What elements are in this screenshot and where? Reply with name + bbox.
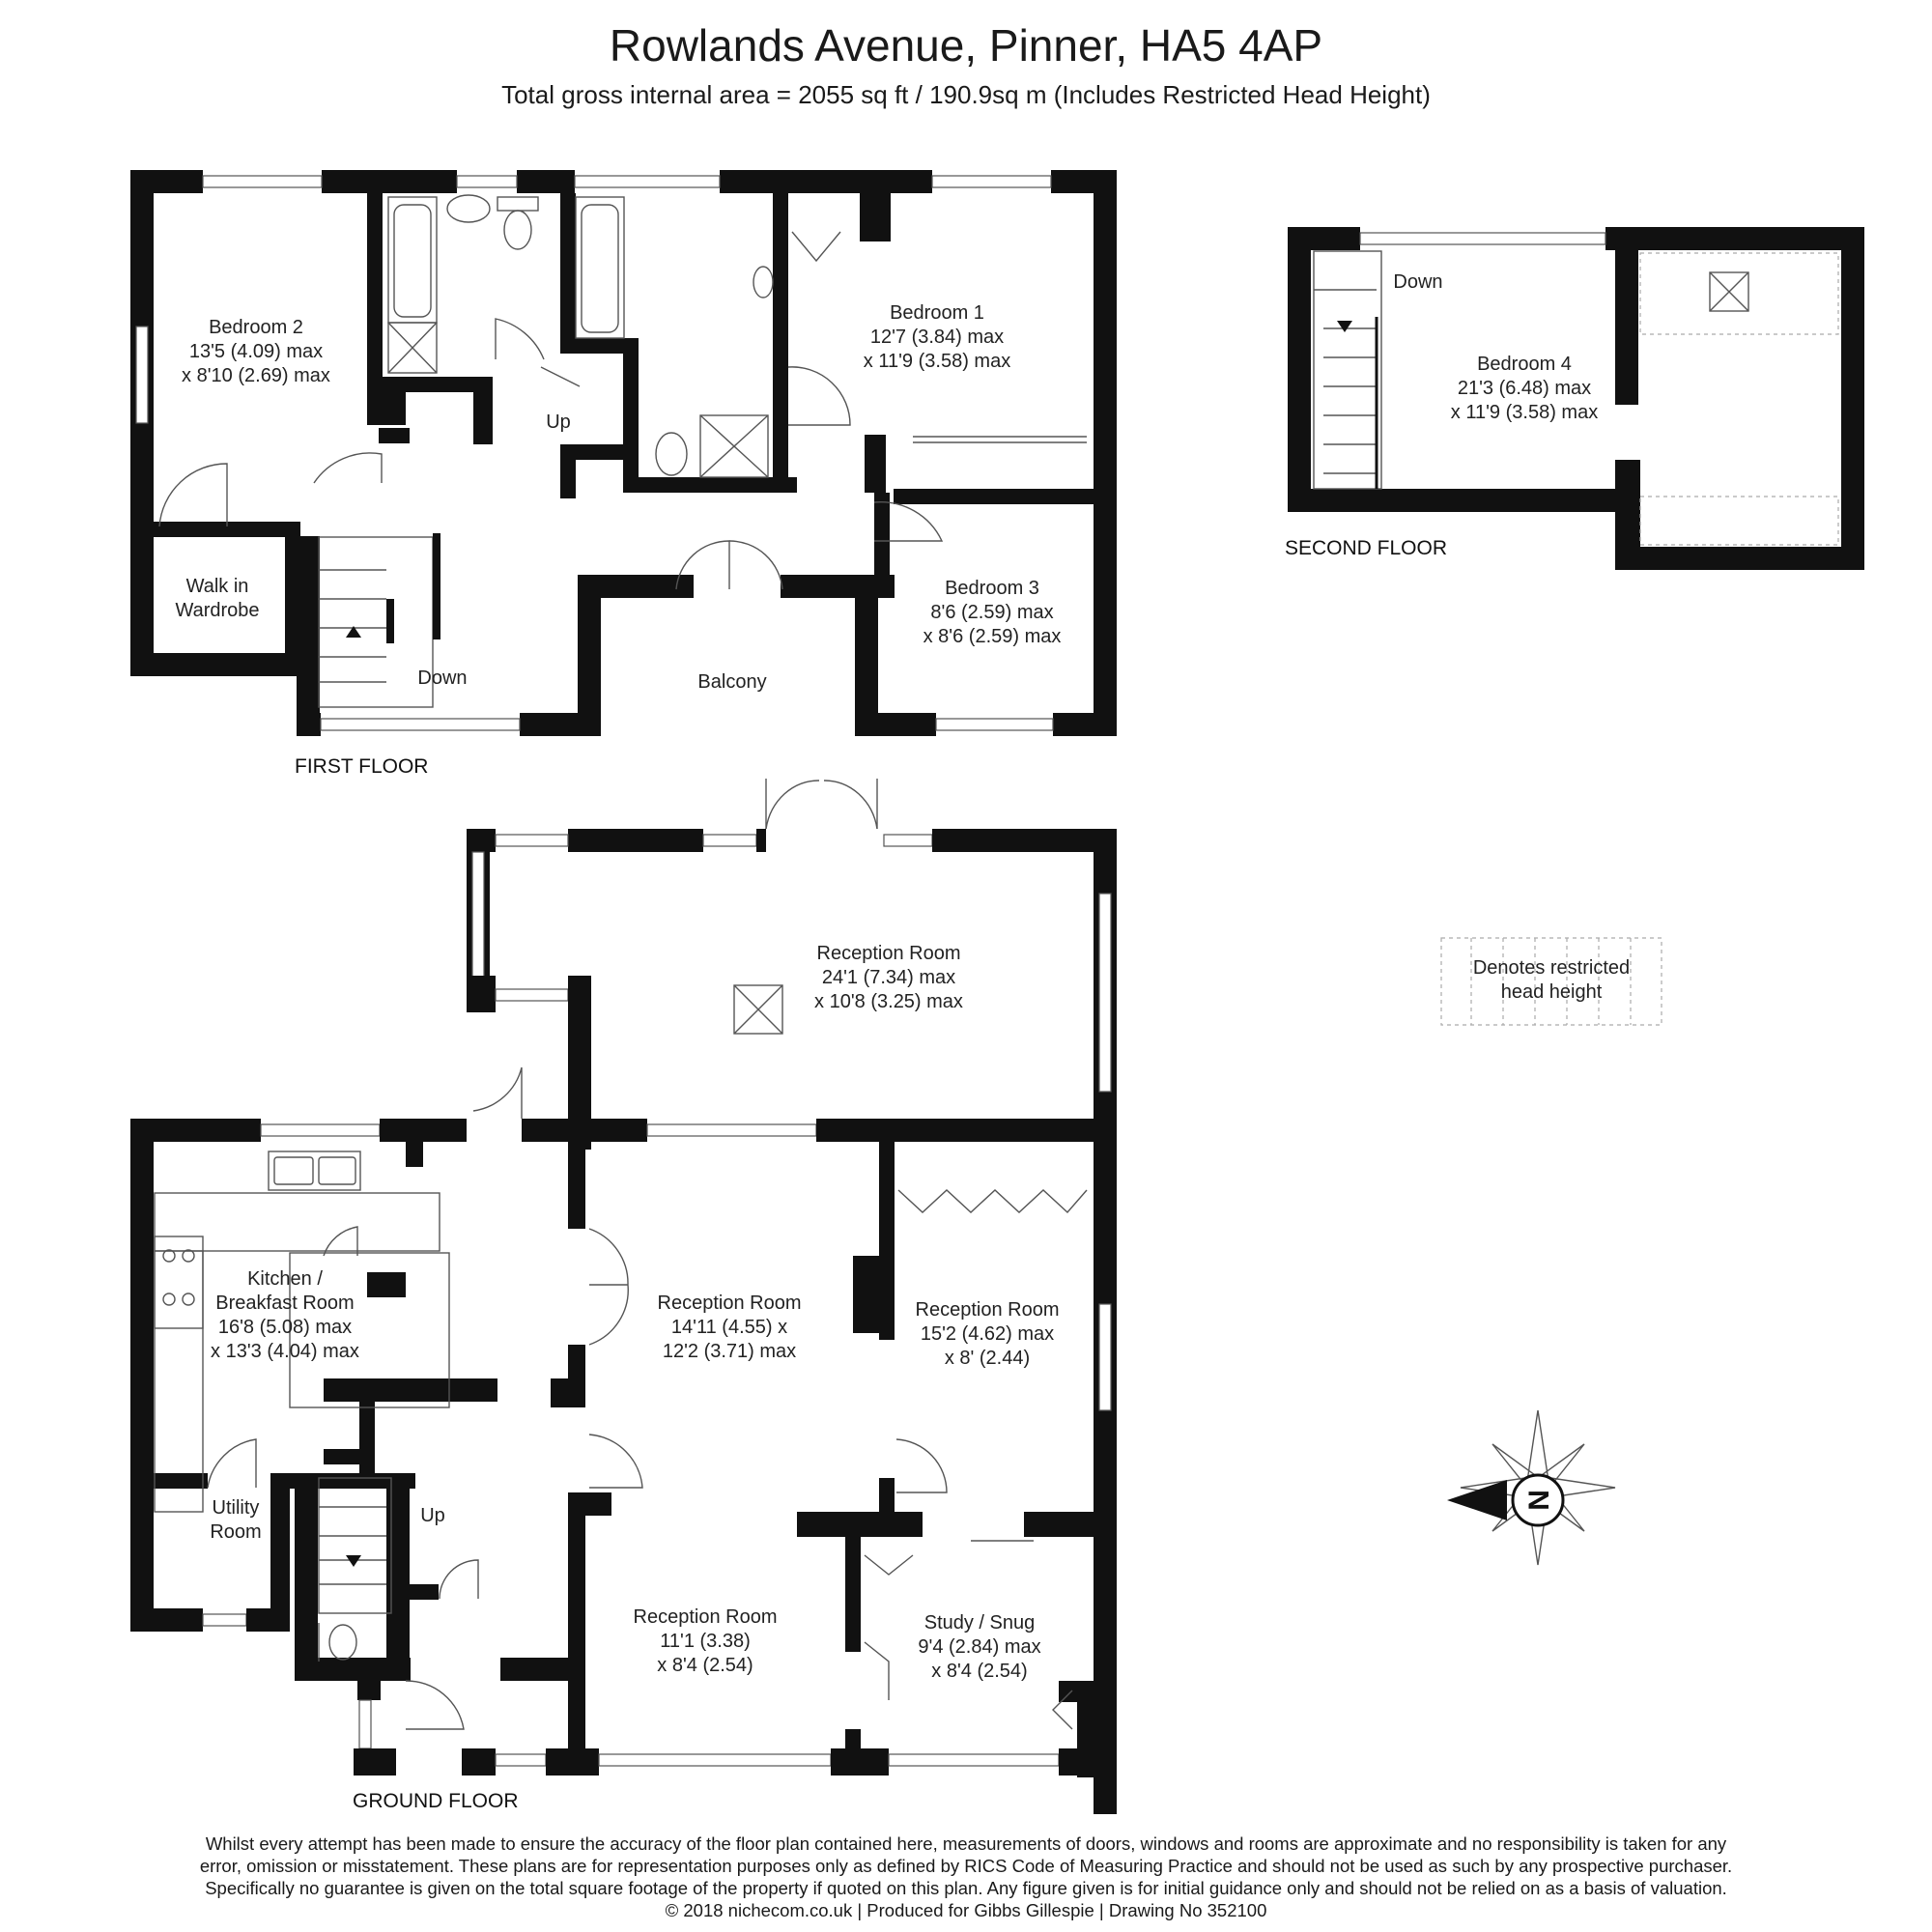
kitchen-size: 16'8 (5.08) max — [218, 1317, 352, 1338]
reception-right-name: Reception Room — [916, 1299, 1060, 1321]
disclaimer-line-3: Specifically no guarantee is given on th… — [205, 1878, 1727, 1898]
bedroom4-size2: x 11'9 (3.58) max — [1451, 402, 1598, 423]
reception-mid-size: 14'11 (4.55) x — [671, 1317, 787, 1338]
kitchen-name2: Breakfast Room — [215, 1293, 354, 1314]
reception-front-size2: x 8'4 (2.54) — [657, 1655, 753, 1676]
disclaimer-line-2: error, omission or misstatement. These p… — [199, 1856, 1733, 1876]
utility-line2: Room — [210, 1521, 261, 1543]
kitchen-size2: x 13'3 (4.04) max — [211, 1341, 359, 1362]
reception-front-name: Reception Room — [634, 1606, 778, 1628]
bedroom3-name: Bedroom 3 — [945, 578, 1039, 599]
bedroom4-size: 21'3 (6.48) max — [1458, 378, 1591, 399]
bedroom2-size: 13'5 (4.09) max — [189, 341, 323, 362]
study-size2: x 8'4 (2.54) — [931, 1661, 1027, 1682]
kitchen-name: Kitchen / — [247, 1268, 323, 1290]
utility-line1: Utility — [213, 1497, 260, 1519]
stairs-down-first: Down — [417, 668, 467, 689]
walkin-line1: Walk in — [186, 576, 249, 597]
copyright-line: © 2018 nichecom.co.uk | Produced for Gib… — [665, 1900, 1267, 1920]
reception-mid-name: Reception Room — [658, 1293, 802, 1314]
bedroom1-size: 12'7 (3.84) max — [870, 327, 1004, 348]
ground-floor-plan — [130, 779, 1117, 1814]
reception-mid-size2: 12'2 (3.71) max — [663, 1341, 796, 1362]
walkin-line2: Wardrobe — [175, 600, 259, 621]
stairs-up-first: Up — [546, 412, 571, 433]
stairs-down-second: Down — [1393, 271, 1442, 293]
restricted-legend — [1440, 937, 1662, 1026]
bedroom4-name: Bedroom 4 — [1477, 354, 1572, 375]
reception-front-size: 11'1 (3.38) — [660, 1631, 751, 1652]
disclaimer-line-1: Whilst every attempt has been made to en… — [205, 1833, 1727, 1854]
bedroom1-size2: x 11'9 (3.58) max — [864, 351, 1010, 372]
legend-line1: Denotes restricted — [1473, 957, 1630, 979]
second-floor-plan — [1288, 227, 1864, 570]
stairs-up-ground: Up — [420, 1505, 445, 1526]
bedroom2-name: Bedroom 2 — [209, 317, 303, 338]
compass-letter: N — [1522, 1490, 1554, 1511]
reception-rear-size: 24'1 (7.34) max — [822, 967, 955, 988]
second-floor-label: SECOND FLOOR — [1285, 537, 1447, 559]
bedroom3-size2: x 8'6 (2.59) max — [923, 626, 1062, 647]
area-subtitle: Total gross internal area = 2055 sq ft /… — [501, 80, 1431, 109]
legend-line2: head height — [1501, 981, 1603, 1003]
first-floor-plan — [130, 170, 1117, 736]
bedroom1-name: Bedroom 1 — [890, 302, 984, 324]
study-size: 9'4 (2.84) max — [918, 1636, 1040, 1658]
page-title: Rowlands Avenue, Pinner, HA5 4AP — [609, 20, 1323, 71]
bedroom2-size2: x 8'10 (2.69) max — [182, 365, 330, 386]
balcony-label: Balcony — [697, 671, 766, 693]
reception-right-size: 15'2 (4.62) max — [921, 1323, 1054, 1345]
reception-rear-name: Reception Room — [817, 943, 961, 964]
bedroom3-size: 8'6 (2.59) max — [930, 602, 1053, 623]
reception-rear-size2: x 10'8 (3.25) max — [814, 991, 963, 1012]
study-name: Study / Snug — [924, 1612, 1036, 1634]
reception-right-size2: x 8' (2.44) — [945, 1348, 1030, 1369]
first-floor-label: FIRST FLOOR — [295, 755, 428, 778]
ground-floor-label: GROUND FLOOR — [353, 1790, 519, 1812]
compass-north-icon: N — [1447, 1409, 1616, 1566]
disclaimer: Whilst every attempt has been made to en… — [97, 1833, 1835, 1921]
